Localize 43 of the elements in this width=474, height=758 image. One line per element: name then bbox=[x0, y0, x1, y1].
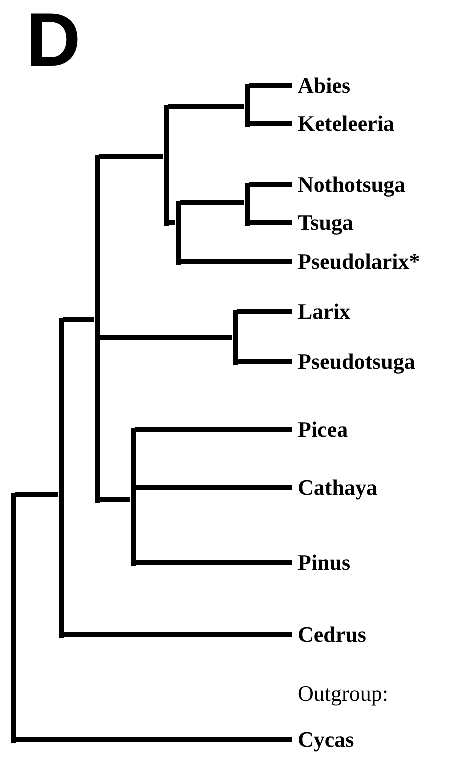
branch-line bbox=[136, 486, 292, 490]
taxon-name: Pinus bbox=[292, 550, 351, 576]
taxon-name: Picea bbox=[292, 417, 348, 443]
branch-line bbox=[16, 492, 58, 498]
branch-line bbox=[250, 122, 292, 126]
branch-node bbox=[130, 428, 136, 566]
branch-node bbox=[94, 154, 100, 502]
taxon-name: Tsuga bbox=[292, 210, 354, 236]
branch-line bbox=[100, 498, 130, 502]
branch-line bbox=[100, 336, 232, 340]
taxon-name: Cycas bbox=[298, 727, 356, 753]
branch-node bbox=[10, 492, 16, 742]
branch-line bbox=[180, 200, 244, 206]
taxon-name: Larix bbox=[292, 299, 351, 325]
branch-node bbox=[244, 182, 250, 226]
branch-line bbox=[250, 182, 292, 188]
taxon-name: Keteleeria bbox=[292, 111, 394, 137]
branch-node bbox=[232, 310, 238, 364]
branch-line bbox=[238, 310, 292, 314]
taxon-name: Abies bbox=[292, 73, 351, 99]
branch-line bbox=[180, 260, 292, 264]
branch-line bbox=[168, 104, 244, 110]
branch-line bbox=[64, 318, 94, 322]
taxon-name: Pseudotsuga bbox=[292, 349, 416, 375]
branch-node bbox=[58, 318, 64, 638]
branch-line bbox=[250, 84, 292, 88]
branch-line bbox=[16, 738, 292, 742]
branch-line bbox=[136, 560, 292, 566]
branch-line bbox=[64, 632, 292, 638]
branch-line bbox=[168, 220, 176, 226]
branch-node bbox=[164, 104, 168, 226]
taxon-name: Nothotsuga bbox=[292, 172, 406, 198]
taxon-name: Cedrus bbox=[292, 622, 366, 648]
taxon-name: Pseudolarix* bbox=[292, 249, 420, 275]
branch-node bbox=[176, 200, 180, 264]
branch-line bbox=[100, 154, 164, 160]
branch-node bbox=[244, 84, 250, 126]
group-label: Outgroup: bbox=[298, 681, 388, 707]
taxon-name: Cathaya bbox=[292, 475, 378, 501]
branch-line bbox=[136, 428, 292, 432]
panel-letter: D bbox=[26, 0, 81, 85]
branch-line bbox=[250, 220, 292, 226]
branch-line bbox=[238, 360, 292, 364]
